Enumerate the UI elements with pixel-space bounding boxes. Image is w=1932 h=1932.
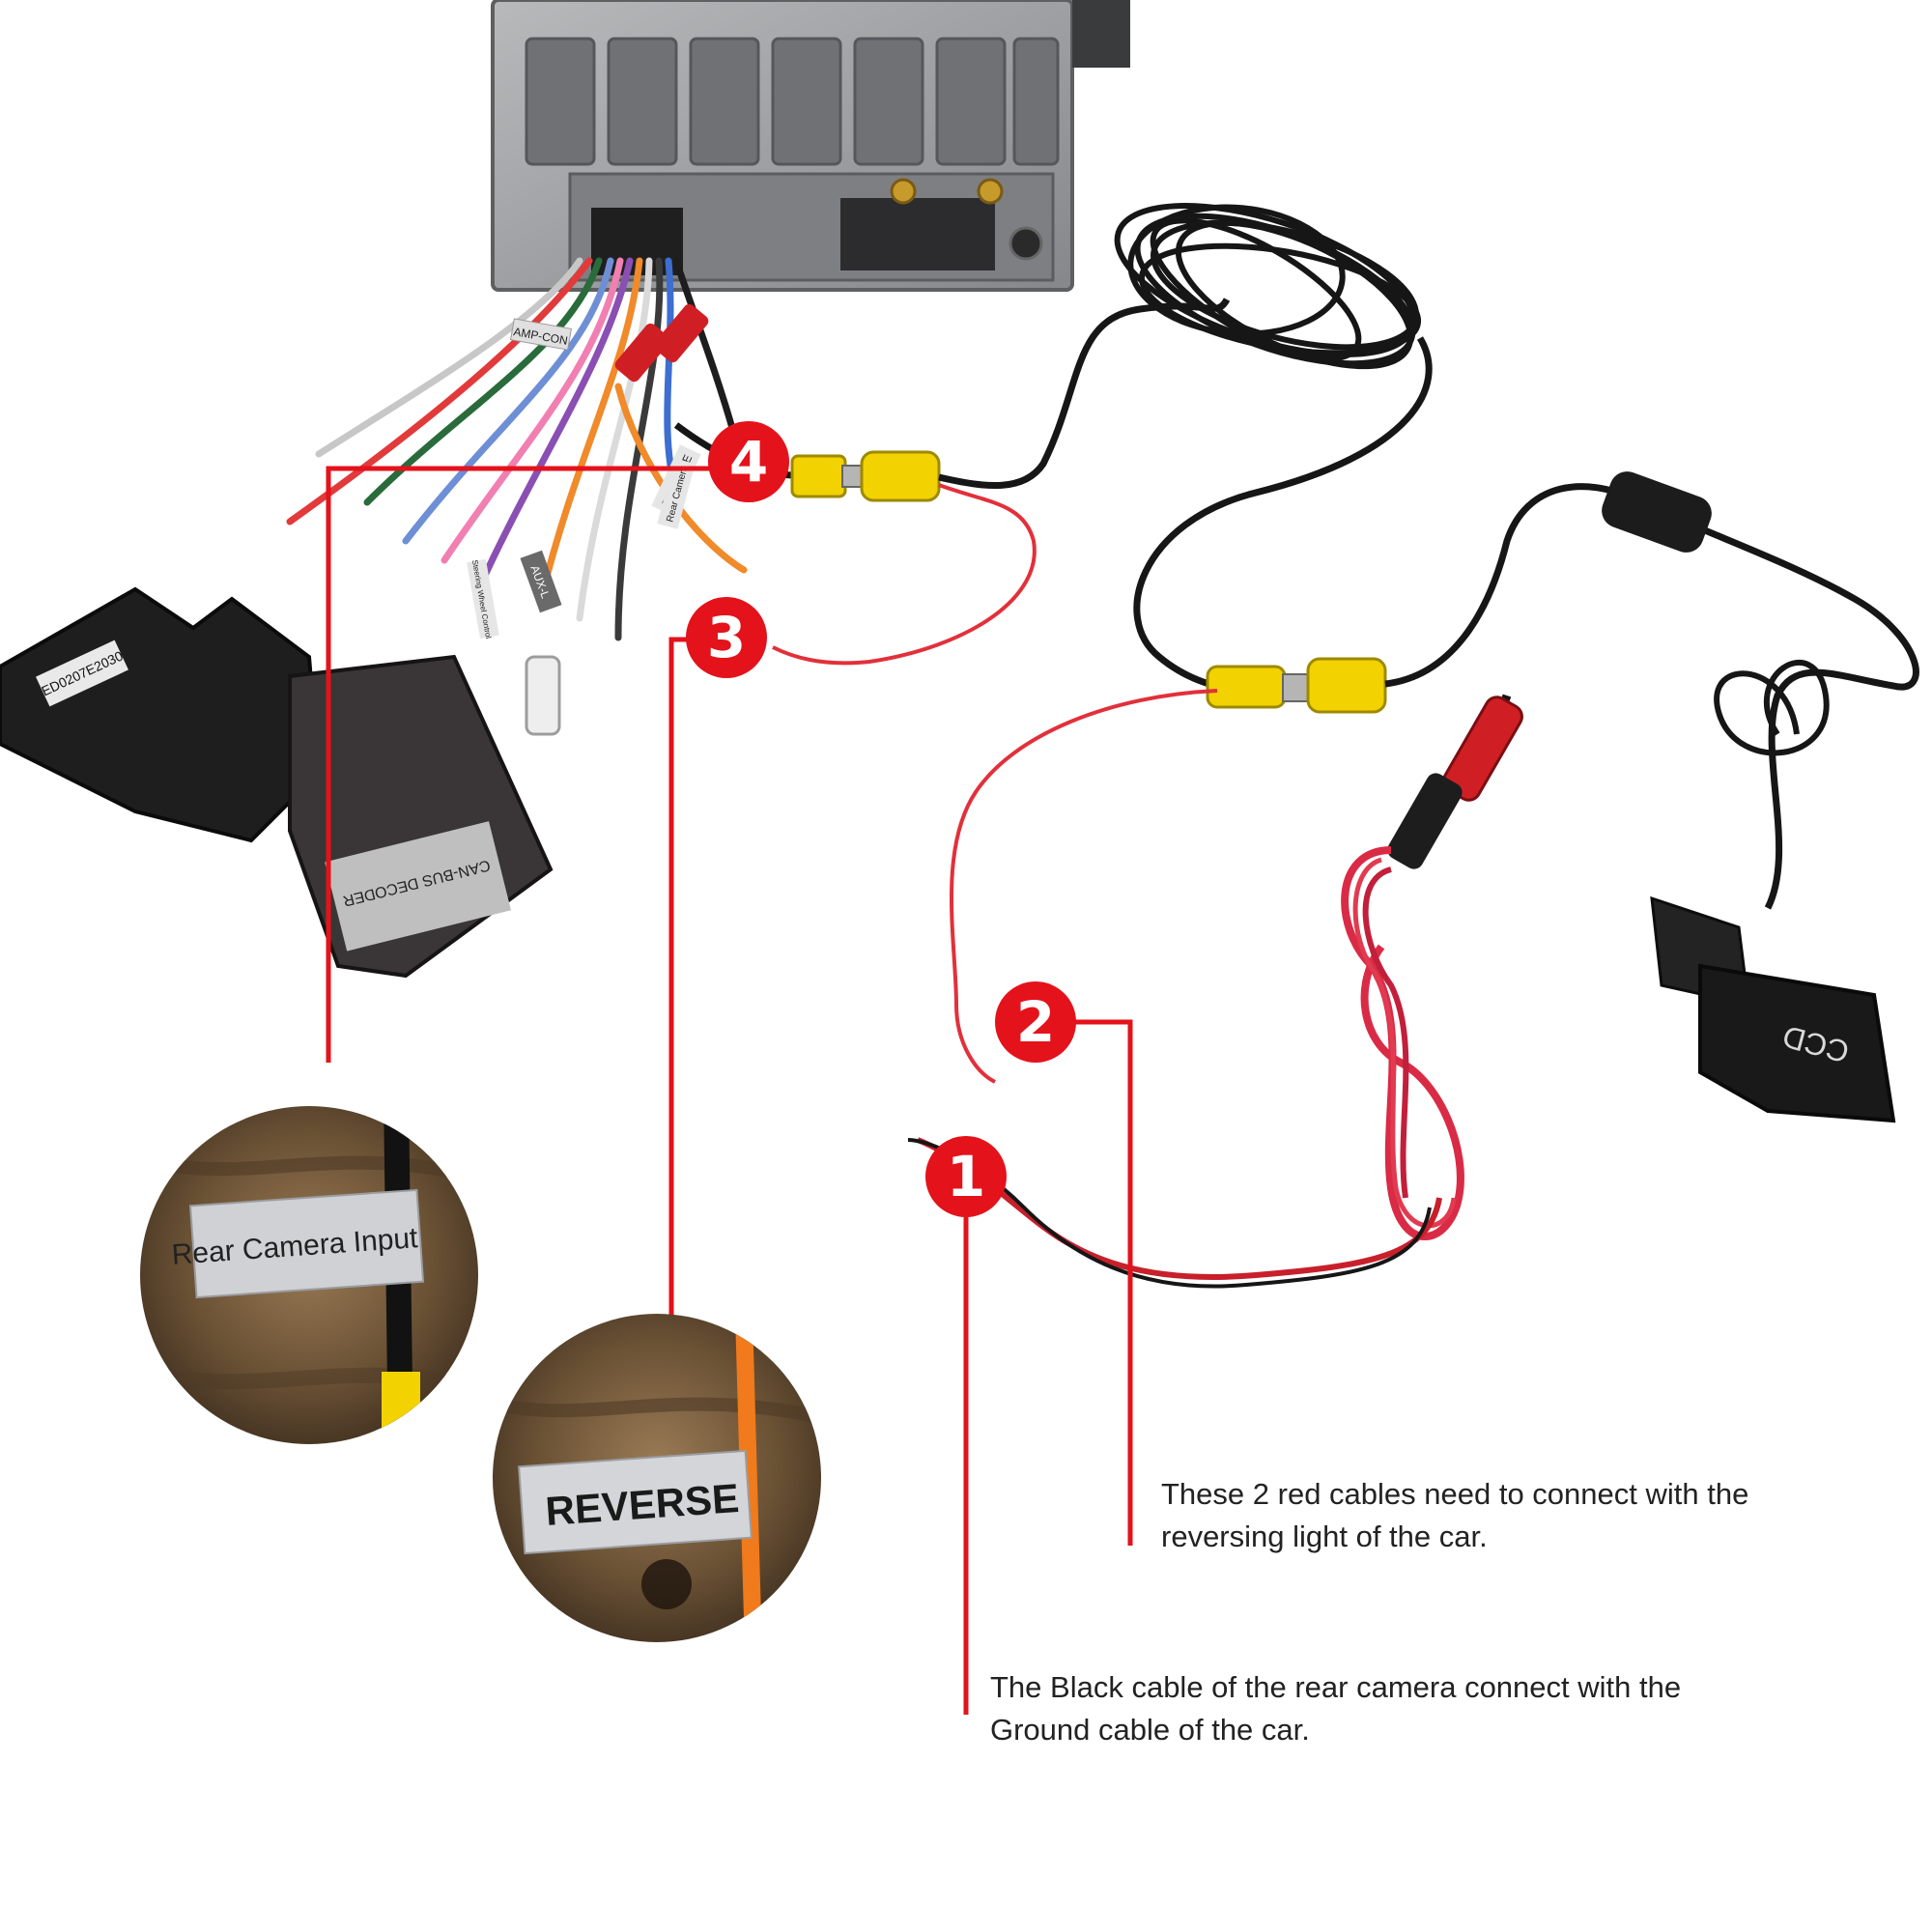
decoder-sticker [325,821,511,952]
zoom-inset-reverse: REVERSE [493,1314,821,1642]
callout-1-badge [925,1136,1007,1217]
antenna-port-left [890,178,917,205]
red-rca-plug-a [614,323,670,383]
cable-splitter [1602,471,1712,553]
callout-1: 1 [925,1136,1007,1715]
camera-cable-loop [1714,660,1830,756]
note-red-cables-line1: These 2 red cables need to connect with … [1161,1477,1749,1511]
yellow-rca-male [860,450,941,502]
callout-2-badge [995,981,1076,1063]
callout-2-line [1072,1019,1133,1546]
head-unit [491,0,1130,292]
rca-socket-block [840,198,995,270]
red-trigger-wire-mid [950,689,1218,1084]
note-black-cable-line2: Ground cable of the car. [990,1713,1310,1747]
cable-coil [1114,203,1422,370]
yellow-rca-mid-left [1206,665,1287,709]
red-power-coil [1341,846,1464,1240]
callout-4-badge [708,421,789,502]
callout-3-badge [686,597,767,678]
callout-1-number: 1 [947,1144,985,1209]
callout-2: 2 [995,981,1133,1546]
camera-body [1698,963,1896,1123]
inset1-yellow-plug [382,1372,420,1444]
inset1-label-tape [188,1188,425,1299]
callout-4: 4 [326,421,789,1063]
camera-cable [1384,483,1919,910]
black-harness-body [0,586,322,843]
yellow-rca-mid-right [1306,657,1387,714]
radio-antenna-port [1009,226,1043,261]
inset2-orange-wire [735,1314,762,1642]
canbus-decoder: CAN-BUS DECODER [288,654,554,979]
callout-2-number: 2 [1016,989,1055,1055]
note-red-cables: These 2 red cables need to connect with … [1161,1473,1748,1558]
reverse-trigger-red-wire-top [772,483,1037,666]
black-harness-block: ED0207E2030 [0,586,322,843]
head-unit-vent-slots [525,37,1060,166]
antenna-port-right [977,178,1004,205]
note-black-cable-line1: The Black cable of the rear camera conne… [990,1670,1682,1704]
black-dc-plug [1387,773,1463,869]
harness-sticker [36,639,128,707]
white-rca-plug [525,655,561,736]
note-red-cables-line2: reversing light of the car. [1161,1520,1488,1553]
extension-cable-down [1133,336,1433,690]
rca-connection-middle [1206,471,1919,910]
callout-4-number: 4 [729,429,768,495]
harness-rca-plugs: AMP-CON [509,303,709,736]
callout-3-line [668,637,696,1333]
red-rca-plug-b [653,303,709,363]
harness-label-tag [509,318,573,351]
yellow-rca-female [790,454,847,498]
note-black-cable: The Black cable of the rear camera conne… [990,1666,1681,1751]
inset2-label-tape [518,1449,753,1555]
callout-3: 3 [668,597,767,1333]
zoom-inset-rear-camera-input: Rear Camera Input [140,1106,478,1444]
callout-4-line [326,466,715,1063]
rear-camera: CCD [1650,895,1896,1123]
rca-mid-joint [1282,673,1309,702]
extension-cable-top [938,298,1231,490]
callout-3-number: 3 [707,605,746,670]
head-unit-side-bracket [1072,0,1130,68]
